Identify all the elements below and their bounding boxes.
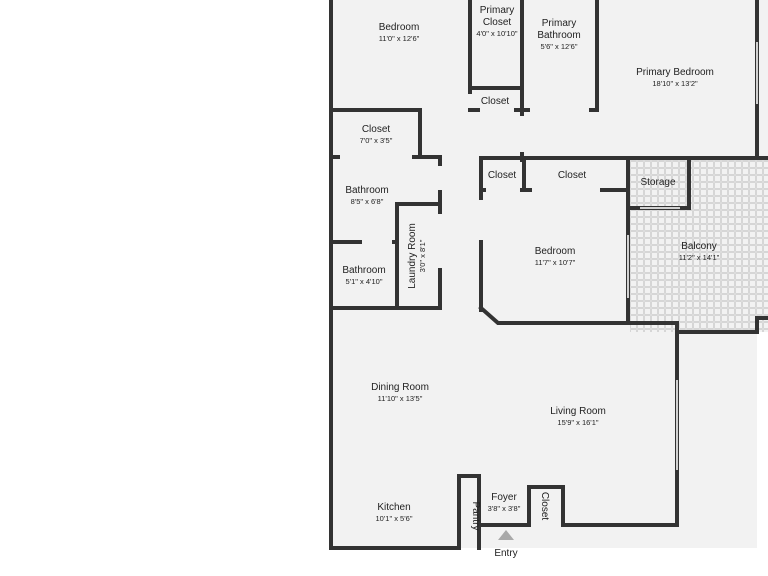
balcony-name: Balcony xyxy=(681,241,717,252)
bathroom-1-name: Bathroom xyxy=(345,185,388,196)
storage-name: Storage xyxy=(640,177,675,188)
kitchen-dims: 10'1" x 5'6" xyxy=(376,514,413,523)
primary-bedroom-dims: 18'10" x 13'2" xyxy=(652,79,698,88)
bathroom-1-dims: 8'5" x 6'8" xyxy=(351,197,384,206)
bedroom-center-dims: 11'7" x 10'7" xyxy=(535,258,576,267)
laundry-room-dims: 3'0" x 8'1" xyxy=(418,239,427,272)
balcony-tiles xyxy=(630,158,768,332)
entry-arrow xyxy=(498,530,514,540)
dining-room-dims: 11'10" x 13'5" xyxy=(378,394,423,403)
bathroom-2-name: Bathroom xyxy=(342,265,385,276)
balcony-dims: 11'2" x 14'1" xyxy=(679,253,720,262)
living-room-dims: 15'9" x 16'1" xyxy=(557,418,598,427)
bedroom-nw-dims: 11'0" x 12'6" xyxy=(379,34,420,43)
dining-room-name: Dining Room xyxy=(371,382,429,393)
foyer-dims: 3'8" x 3'8" xyxy=(488,504,521,513)
room-labels: Bedroom 11'0" x 12'6" Primary Closet 4'0… xyxy=(342,5,719,559)
primary-bathroom-dims: 5'6" x 12'6" xyxy=(541,42,578,51)
kitchen-name: Kitchen xyxy=(377,502,410,513)
bathroom-2-dims: 5'1" x 4'10" xyxy=(346,277,383,286)
closet-west-dims: 7'0" x 3'5" xyxy=(360,136,393,145)
closet-small-name: Closet xyxy=(488,170,517,181)
closet-wide-name: Closet xyxy=(558,170,587,181)
primary-bathroom-name-2: Bathroom xyxy=(537,30,580,41)
primary-bedroom-name: Primary Bedroom xyxy=(636,67,714,78)
closet-foyer-name: Closet xyxy=(539,492,550,521)
floor-area xyxy=(331,0,768,548)
windows xyxy=(627,42,758,470)
living-room-name: Living Room xyxy=(550,406,606,417)
pantry-name: Pantry xyxy=(470,502,481,531)
entry-label: Entry xyxy=(494,548,517,559)
bedroom-center-name: Bedroom xyxy=(535,246,576,257)
primary-bathroom-name-1: Primary xyxy=(542,18,576,29)
primary-closet-name-2: Closet xyxy=(483,17,512,28)
primary-closet-dims: 4'0" x 10'10" xyxy=(476,29,517,38)
foyer-name: Foyer xyxy=(491,492,517,503)
door-openings xyxy=(340,107,600,268)
laundry-room-name: Laundry Room xyxy=(407,223,418,289)
bedroom-nw-name: Bedroom xyxy=(379,22,420,33)
closet-west-name: Closet xyxy=(362,124,391,135)
closet-hall-name: Closet xyxy=(481,96,510,107)
primary-closet-name-1: Primary xyxy=(480,5,514,16)
